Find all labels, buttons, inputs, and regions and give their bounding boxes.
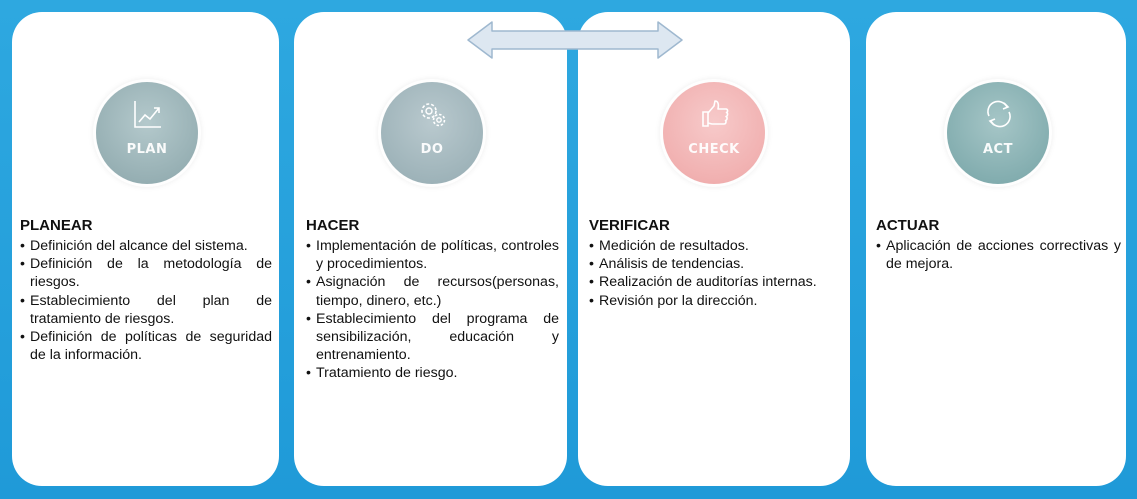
list-item: • Establecimiento del programa de sensibi… xyxy=(306,310,559,365)
list-item: • Realización de auditorías internas. xyxy=(589,273,841,291)
check-circle-label: CHECK xyxy=(688,142,740,157)
phase-item-list: • Medición de resultados. • Análisis de te… xyxy=(589,237,841,310)
list-item-text: Análisis de tendencias. xyxy=(599,256,745,273)
phase-item-list: • Aplicación de acciones correctivas y de… xyxy=(876,237,1121,273)
list-item-text: Definición de la metodología de riesgos. xyxy=(30,256,272,291)
list-item: • Definición del alcance del sistema. xyxy=(20,237,272,255)
bullet-marker: • xyxy=(306,310,311,327)
list-item-text: Medición de resultados. xyxy=(599,238,749,254)
list-item: • Aplicación de acciones correctivas y de… xyxy=(876,237,1121,273)
list-item: • Definición de políticas de seguridad de… xyxy=(20,328,272,364)
list-item-text: Definición del alcance del sistema. xyxy=(30,238,248,254)
list-item-text: Asignación de recursos(personas, tiempo,… xyxy=(316,274,559,309)
phase-card-check: CHECK VERIFICAR • Medición de resultados.… xyxy=(578,12,850,486)
phase-title: ACTUAR xyxy=(876,217,940,234)
phase-card-plan: PLAN PLANEAR • Definición del alcance del… xyxy=(12,12,279,486)
bullet-marker: • xyxy=(589,256,594,273)
list-item: • Medición de resultados. xyxy=(589,237,841,255)
phase-card-act: ACT ACTUAR • Aplicación de acciones corre… xyxy=(866,12,1126,486)
cycle-arrows-icon xyxy=(987,100,1011,128)
list-item: • Revisión por la dirección. xyxy=(589,292,841,310)
bullet-marker: • xyxy=(20,238,25,254)
phase-title: VERIFICAR xyxy=(589,217,670,234)
list-item: • Asignación de recursos(personas, tiempo… xyxy=(306,273,559,309)
act-circle: ACT xyxy=(947,82,1049,184)
bullet-marker: • xyxy=(20,329,25,346)
do-circle: DO xyxy=(381,82,483,184)
list-item-text: Implementación de políticas, controles y… xyxy=(316,238,559,273)
bullet-marker: • xyxy=(589,274,594,291)
list-item-text: Tratamiento de riesgo. xyxy=(316,365,458,382)
list-item: • Definición de la metodología de riesgos… xyxy=(20,255,272,291)
list-item: • Establecimiento del plan de tratamiento… xyxy=(20,292,272,328)
do-circle-label: DO xyxy=(420,142,444,157)
list-item-text: Revisión por la dirección. xyxy=(599,292,758,309)
chart-line-icon xyxy=(134,101,161,128)
bullet-marker: • xyxy=(876,238,881,254)
list-item-text: Definición de políticas de seguridad de … xyxy=(30,329,272,364)
list-item-text: Establecimiento del programa de sensibil… xyxy=(316,310,559,364)
plan-circle-label: PLAN xyxy=(126,142,168,157)
phase-title: HACER xyxy=(306,217,360,234)
list-item-text: Aplicación de acciones correctivas y de … xyxy=(886,238,1121,273)
list-item-text: Establecimiento del plan de tratamiento … xyxy=(30,292,272,327)
bullet-marker: • xyxy=(20,292,25,309)
list-item: • Análisis de tendencias. xyxy=(589,255,841,273)
bullet-marker: • xyxy=(589,238,594,254)
list-item-text: Realización de auditorías internas. xyxy=(599,274,817,291)
bullet-marker: • xyxy=(589,292,594,309)
bullet-marker: • xyxy=(306,274,311,291)
thumbs-up-icon xyxy=(702,100,729,127)
plan-circle: PLAN xyxy=(96,82,198,184)
act-circle-label: ACT xyxy=(983,142,1013,157)
phase-card-do: DO HACER • Implementación de políticas, c… xyxy=(294,12,567,486)
double-arrow-icon xyxy=(467,21,683,59)
check-circle: CHECK xyxy=(663,82,765,184)
bullet-marker: • xyxy=(306,238,311,254)
phase-title: PLANEAR xyxy=(20,217,93,234)
list-item: • Tratamiento de riesgo. xyxy=(306,364,559,382)
list-item: • Implementación de políticas, controles … xyxy=(306,237,559,273)
bullet-marker: • xyxy=(306,365,311,382)
gears-icon xyxy=(421,103,446,127)
bullet-marker: • xyxy=(20,256,25,273)
phase-item-list: • Implementación de políticas, controles … xyxy=(306,237,559,383)
phase-item-list: • Definición del alcance del sistema. • De… xyxy=(20,237,272,364)
